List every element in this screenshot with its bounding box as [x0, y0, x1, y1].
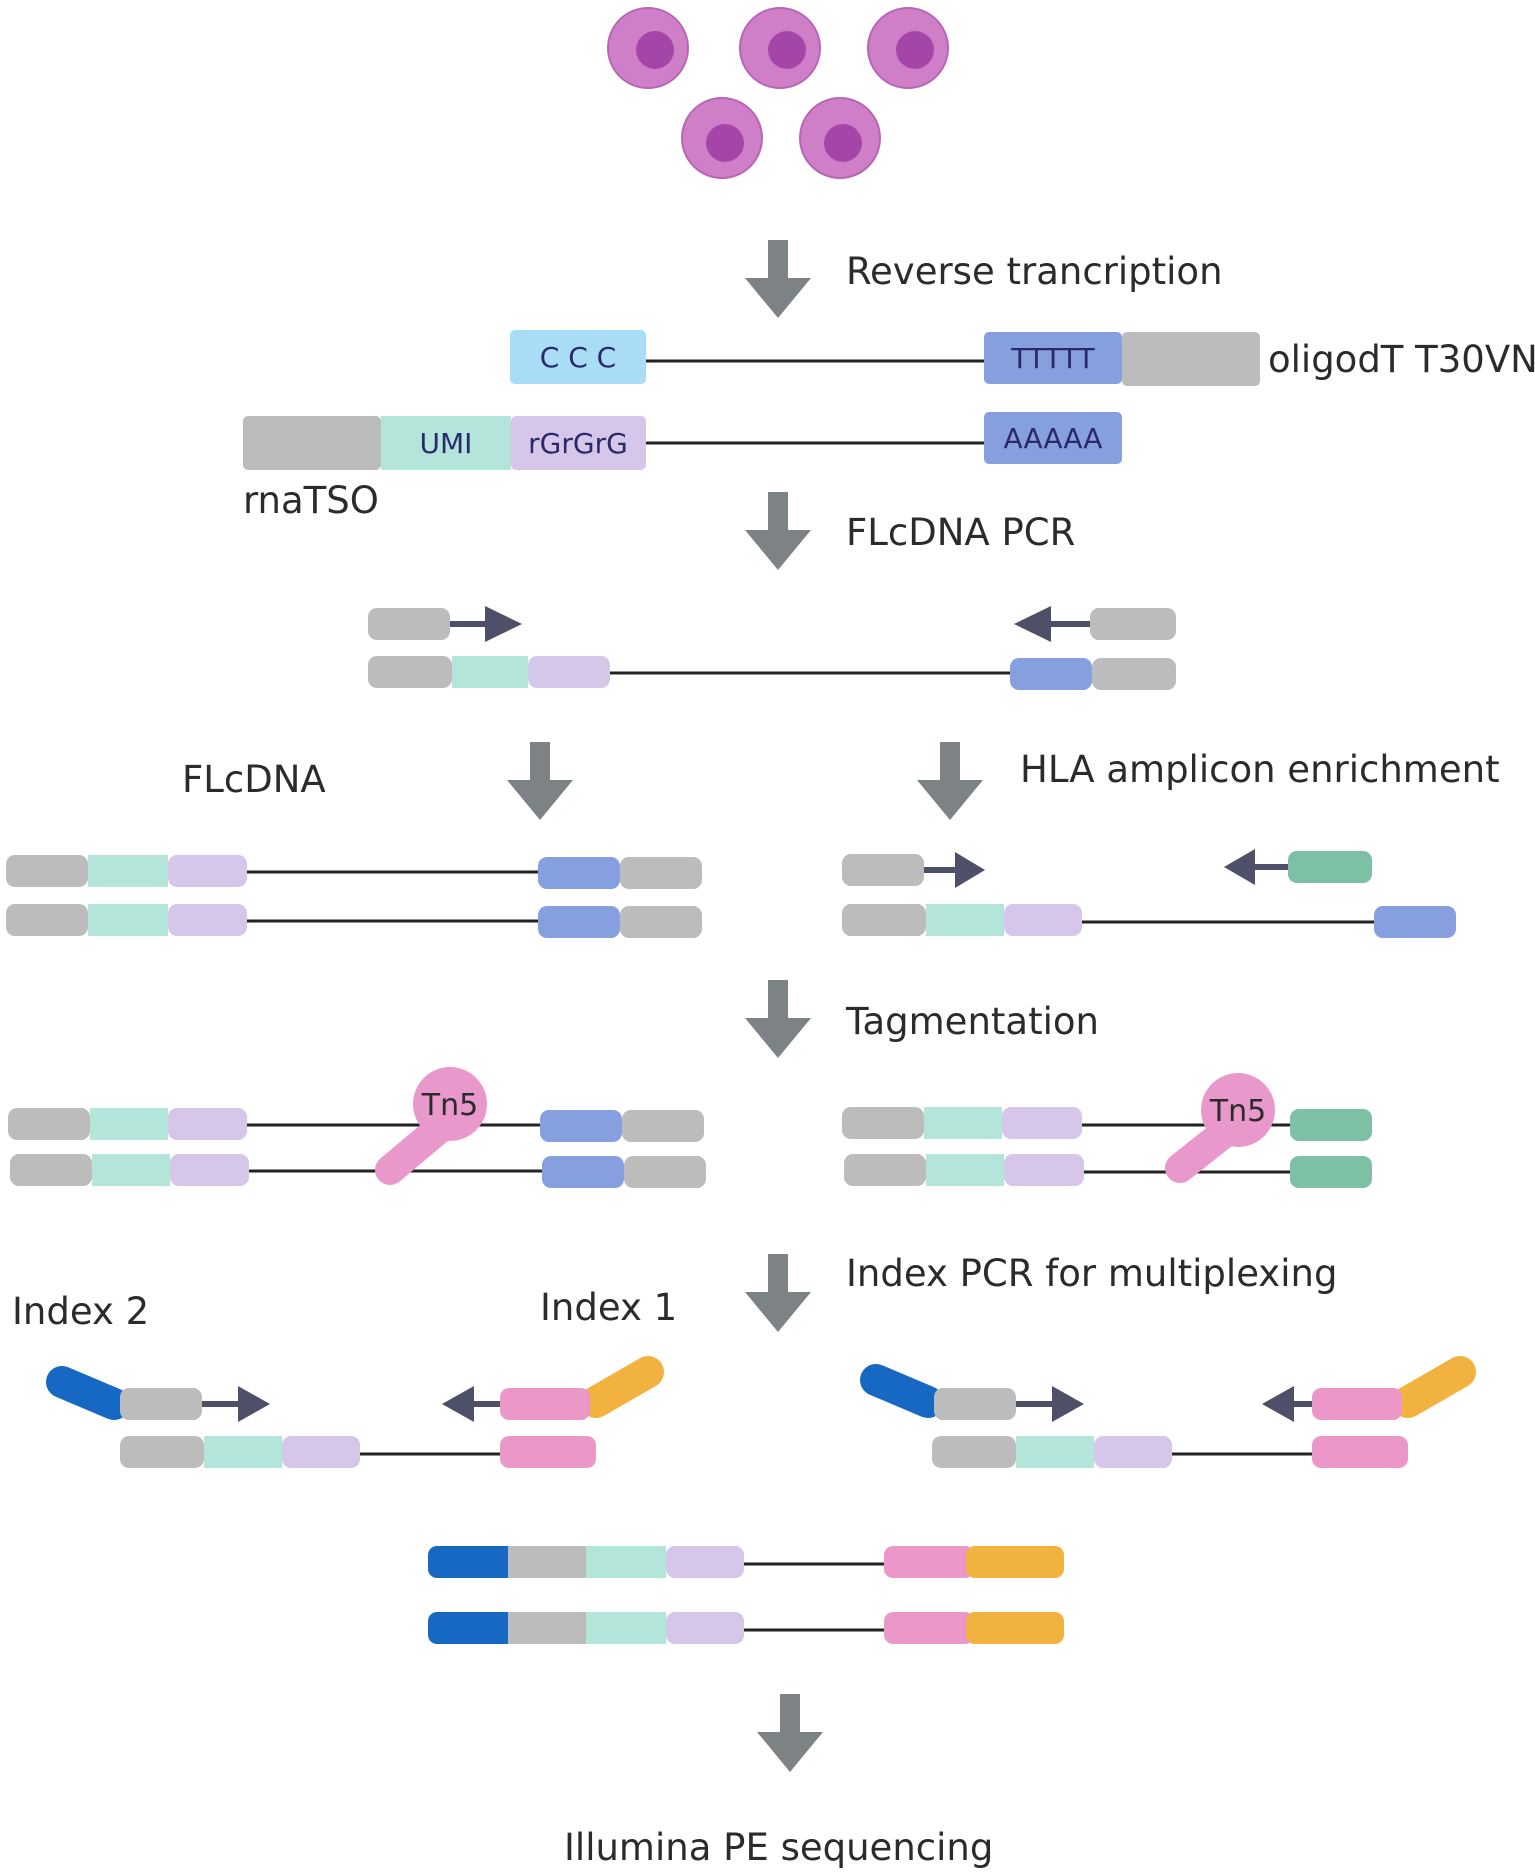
index-pcr-right [860, 1356, 1476, 1468]
down-arrow-icon [745, 980, 811, 1058]
flcdna-label: FLcDNA [182, 758, 326, 801]
step-label-flcdna-pcr: FLcDNA PCR [846, 511, 1075, 554]
cell-icon [681, 97, 763, 179]
forward-primer-arrow-icon [238, 1386, 270, 1422]
down-arrow-icon [745, 492, 811, 570]
oligodt-label: oligodT T30VN [1268, 338, 1535, 381]
cell-icon [867, 7, 949, 89]
index1-adapter [580, 1356, 664, 1418]
down-arrow-icon [757, 1694, 823, 1772]
reverse-primer-arrow-icon [1014, 606, 1051, 642]
flcdna-construct [6, 855, 702, 938]
step-label-index-pcr: Index PCR for multiplexing [846, 1252, 1337, 1295]
reverse-primer-arrow-icon [1262, 1386, 1294, 1422]
forward-primer-arrow-icon [1052, 1386, 1084, 1422]
polyt-segment [984, 332, 1122, 384]
tn5-enzyme-icon: Tn5 [1165, 1073, 1275, 1183]
tn5-label: Tn5 [1209, 1094, 1266, 1129]
tn5-enzyme-icon: Tn5 [375, 1067, 487, 1185]
rnatso-label: rnaTSO [243, 479, 379, 522]
tagmentation-flcdna: Tn5 [8, 1067, 706, 1188]
step-label-sequencing: Illumina PE sequencing [564, 1826, 993, 1869]
index2-adapter [860, 1364, 944, 1418]
down-arrow-icon [507, 742, 573, 820]
ccc-segment [510, 330, 646, 384]
cell-icon [739, 7, 821, 89]
step-label-reverse-transcription: Reverse trancription [846, 250, 1223, 293]
step-label-tagmentation: Tagmentation [845, 1000, 1099, 1043]
rt-construct: C C C TTTTT oligodT T30VN UMI rGrGrG AAA… [243, 330, 1535, 522]
final-library [428, 1546, 1064, 1644]
down-arrow-icon [917, 742, 983, 820]
ccc-label: C C C [540, 341, 616, 374]
forward-primer-arrow-icon [955, 852, 985, 888]
umi-label: UMI [420, 427, 473, 460]
index1-adapter [1392, 1356, 1476, 1418]
flcdna-pcr-construct [368, 606, 1176, 690]
index2-adapter [46, 1366, 130, 1420]
polya-segment [984, 412, 1122, 464]
cell-icon [799, 97, 881, 179]
reverse-primer-arrow-icon [1224, 849, 1255, 885]
index1-label: Index 1 [540, 1286, 677, 1329]
polya-label: AAAAA [1004, 422, 1103, 455]
rgrgrg-label: rGrGrG [528, 427, 628, 460]
index-pcr-left [46, 1356, 664, 1468]
umi-segment [381, 416, 511, 470]
hla-construct [842, 849, 1456, 938]
rgrgrg-segment [511, 416, 646, 470]
tagmentation-hla: Tn5 [842, 1073, 1372, 1188]
polyt-label: TTTTT [1010, 342, 1095, 375]
index2-label: Index 2 [12, 1290, 149, 1333]
step-label-hla-enrichment: HLA amplicon enrichment [1020, 748, 1500, 791]
tn5-label: Tn5 [421, 1088, 478, 1123]
cell-icon [607, 7, 689, 89]
step-arrows [507, 240, 983, 1772]
tso-gray-segment [243, 416, 381, 470]
down-arrow-icon [745, 1254, 811, 1332]
cells [607, 7, 949, 179]
down-arrow-icon [745, 240, 811, 318]
reverse-primer-arrow-icon [442, 1386, 474, 1422]
forward-primer-arrow-icon [485, 606, 522, 642]
oligodt-gray-segment [1122, 332, 1260, 386]
